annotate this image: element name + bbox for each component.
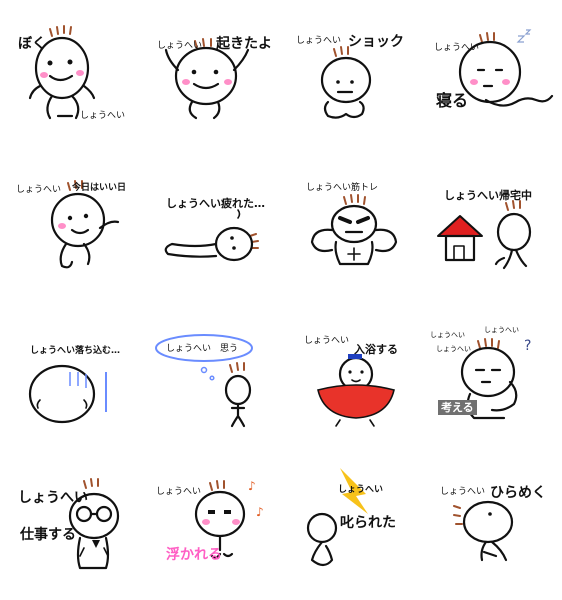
- sticker-ukareru[interactable]: ♪ ♪ しょうへい 浮かれる: [142, 448, 282, 598]
- sticker-text: ひらめく: [490, 485, 546, 501]
- svg-text:♪: ♪: [248, 479, 256, 493]
- sticker-text: しょうへい筋トレ: [306, 183, 379, 193]
- sticker-text: 思う: [220, 344, 239, 354]
- character-drawing: [164, 38, 250, 120]
- character-drawing: [317, 354, 395, 427]
- sticker-text: しょうへい: [436, 345, 471, 353]
- sticker-text: 叱られた: [340, 515, 396, 531]
- sticker-neru[interactable]: しょうへい 寝る: [426, 0, 562, 150]
- sticker-text: 考える: [438, 400, 477, 415]
- sticker-text: しょうへい: [16, 185, 62, 195]
- sticker-text: 起きたよ: [216, 36, 272, 52]
- sticker-text: 寝る: [436, 91, 469, 110]
- sticker-text: しょうへい: [166, 344, 212, 354]
- sticker-text: しょうへい: [440, 487, 486, 497]
- sticker-text: しょうへい: [338, 485, 384, 495]
- character-drawing: ♪ ♪: [194, 479, 264, 559]
- sticker-text: しょうへい: [304, 336, 350, 346]
- sticker-text: しょうへい: [156, 487, 202, 497]
- character-drawing: [28, 364, 107, 424]
- sticker-text: しょうへい: [430, 331, 465, 339]
- sticker-text: しょうへい: [434, 43, 480, 53]
- character-drawing: [164, 209, 259, 262]
- svg-text:♪: ♪: [256, 505, 264, 519]
- character-drawing: [437, 200, 532, 270]
- character-drawing: [306, 468, 368, 567]
- sticker-text: しょうへい: [296, 36, 342, 46]
- sticker-kyouwaiihi[interactable]: しょうへい 今日はいい日: [0, 152, 140, 302]
- sticker-tsukareta[interactable]: しょうへい疲れた…: [142, 152, 282, 302]
- sticker-text: しょうへい落ち込む…: [30, 346, 121, 356]
- sticker-hirameku[interactable]: しょうへい ひらめく: [426, 448, 562, 598]
- sticker-shikarareta[interactable]: しょうへい 叱られた: [284, 448, 424, 598]
- sticker-text: ぼく: [18, 36, 46, 52]
- sticker-text: 入浴する: [354, 343, 398, 356]
- sticker-text: しょうへい: [80, 111, 126, 121]
- sticker-kintore[interactable]: しょうへい筋トレ: [284, 152, 424, 302]
- sticker-shigotosuru[interactable]: しょうへい 仕事する: [0, 448, 140, 598]
- sticker-omou[interactable]: しょうへい 思う: [142, 304, 282, 454]
- character-drawing: [458, 29, 554, 107]
- character-drawing: [320, 46, 372, 119]
- sticker-kitakuchu[interactable]: しょうへい帰宅中: [426, 152, 562, 302]
- sticker-okitayo[interactable]: しょうへい 起きたよ: [142, 0, 282, 150]
- sticker-text: 今日はいい日: [72, 183, 127, 193]
- character-drawing: [310, 194, 398, 266]
- sticker-text: 浮かれる: [166, 547, 222, 563]
- character-drawing: [28, 25, 96, 120]
- sticker-ochikomu[interactable]: しょうへい落ち込む…: [0, 304, 140, 454]
- sticker-text: しょうへい: [484, 326, 519, 334]
- sticker-text: 仕事する: [20, 527, 76, 543]
- sticker-nyuyoku[interactable]: しょうへい 入浴する: [284, 304, 424, 454]
- sticker-text: しょうへい: [18, 490, 88, 506]
- sticker-boku[interactable]: ぼく しょうへい: [0, 0, 140, 150]
- character-drawing: [453, 500, 514, 562]
- sticker-shock[interactable]: しょうへい ショック: [284, 0, 424, 150]
- svg-text:?: ?: [524, 338, 531, 354]
- sticker-kangaeru[interactable]: ? しょうへい しょうへい しょうへい 考える: [426, 304, 562, 454]
- character-drawing: [68, 478, 120, 570]
- character-drawing: [50, 180, 120, 269]
- sticker-text: しょうへい疲れた…: [166, 197, 265, 210]
- character-drawing: [155, 334, 253, 428]
- sticker-text: しょうへい: [157, 41, 203, 51]
- sticker-text: ショック: [348, 34, 404, 50]
- sticker-text: しょうへい帰宅中: [444, 189, 532, 202]
